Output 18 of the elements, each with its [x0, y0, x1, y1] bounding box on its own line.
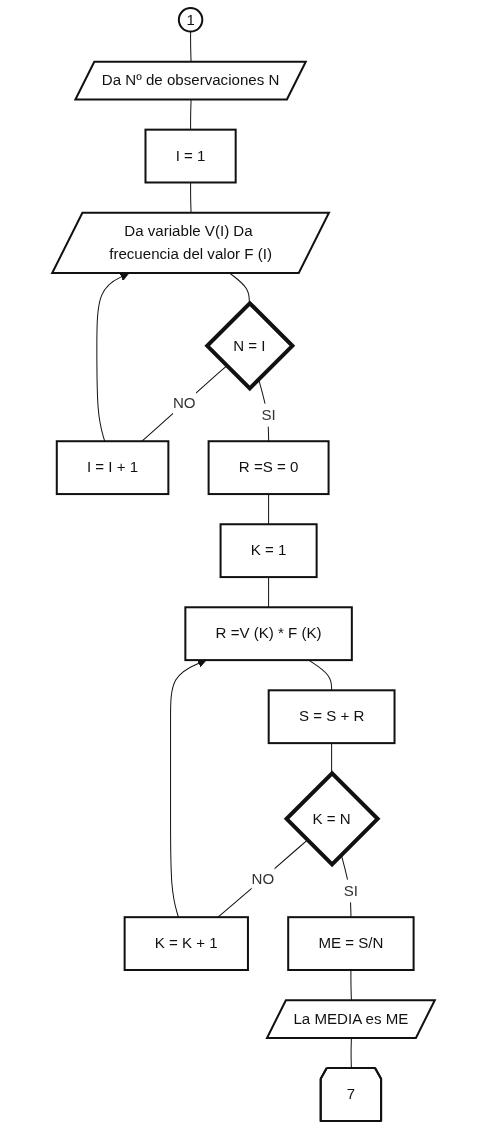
edge-label: SI	[343, 881, 359, 899]
node-box: I = 1	[144, 128, 237, 184]
node-box: R =S = 0	[207, 440, 330, 496]
node-diamond: N = I	[204, 300, 296, 392]
edge-label: SI	[261, 405, 276, 423]
connector	[229, 273, 250, 304]
node-box: ME = S/N	[287, 916, 415, 971]
node-box: K = 1	[219, 523, 318, 579]
connector	[217, 839, 308, 918]
connector	[141, 365, 228, 442]
edge-label: NO	[172, 394, 196, 412]
node-circle: 1	[177, 7, 204, 33]
node-diamond: K = N	[283, 770, 381, 868]
node-box: R =V (K) * F (K)	[184, 606, 353, 662]
node-box: K = K + 1	[123, 916, 249, 971]
node-box: S = S + R	[267, 689, 396, 745]
edge-label: NO	[251, 869, 275, 887]
node-box: I = I + 1	[55, 440, 170, 496]
